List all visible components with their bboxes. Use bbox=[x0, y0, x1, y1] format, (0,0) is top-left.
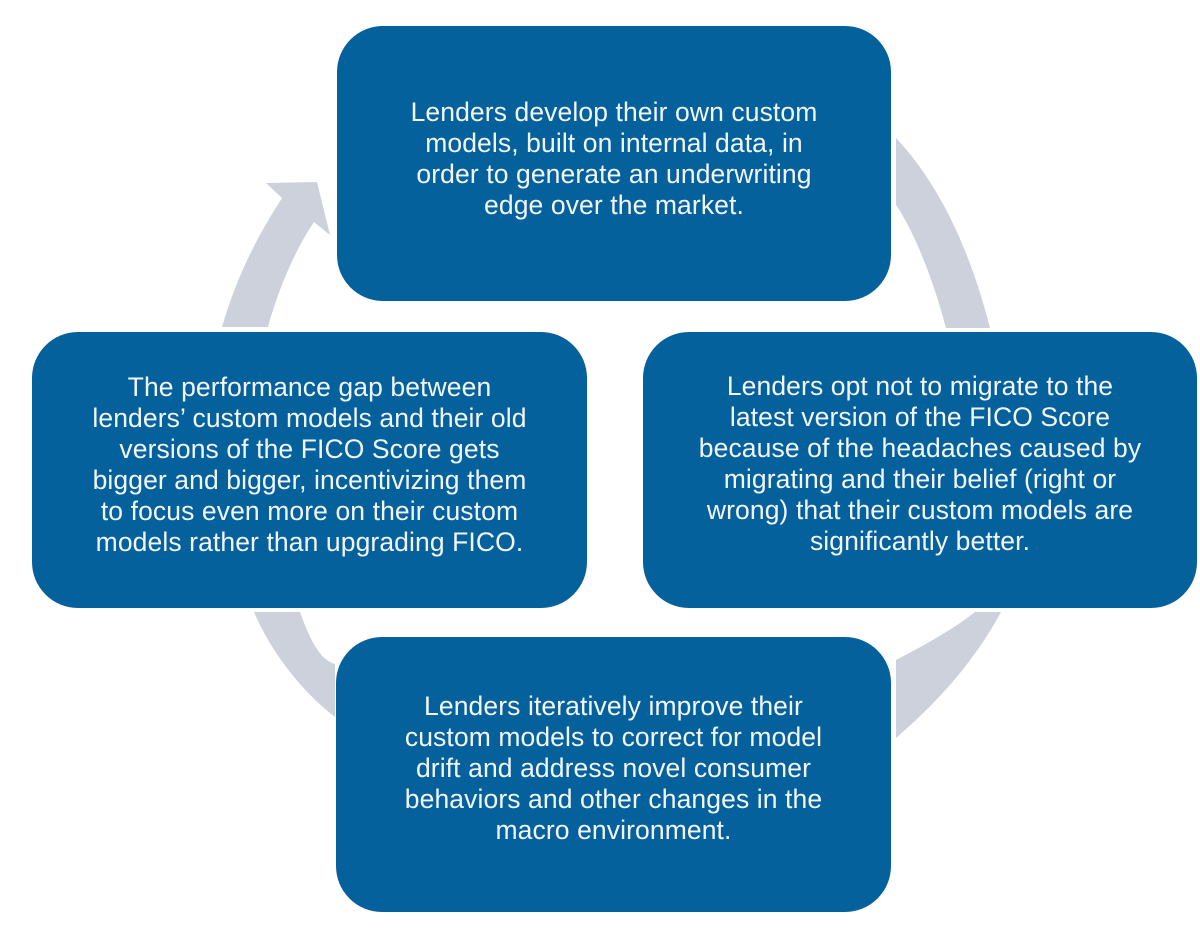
ring-arrow-top-left bbox=[222, 182, 330, 327]
cycle-step-left: The performance gap between lenders’ cus… bbox=[32, 332, 587, 608]
text-line: Lenders iteratively improve their bbox=[424, 691, 803, 721]
text-line: because of the headaches caused by bbox=[698, 433, 1142, 463]
text-line: wrong) that their custom models are bbox=[706, 495, 1134, 525]
text-line: versions of the FICO Score gets bbox=[119, 434, 500, 464]
cycle-step-right: Lenders opt not to migrate to the latest… bbox=[643, 332, 1197, 608]
text-line: models, built on internal data, in bbox=[425, 127, 803, 158]
cycle-step-text: Lenders develop their own custom models,… bbox=[411, 97, 818, 221]
text-line: bigger and bigger, incentivizing them bbox=[92, 465, 527, 495]
text-line: Lenders opt not to migrate to the bbox=[726, 371, 1114, 401]
text-line: behaviors and other changes in the bbox=[404, 784, 823, 814]
cycle-step-top: Lenders develop their own custom models,… bbox=[337, 26, 891, 301]
text-line: order to generate an underwriting bbox=[416, 158, 812, 189]
text-line: latest version of the FICO Score bbox=[729, 402, 1111, 432]
ring-segment-bottom-left bbox=[254, 612, 335, 717]
text-line: edge over the market. bbox=[484, 189, 744, 220]
cycle-step-text: The performance gap between lenders’ cus… bbox=[92, 372, 526, 558]
cycle-step-bottom: Lenders iteratively improve their custom… bbox=[336, 637, 891, 912]
text-line: to focus even more on their custom bbox=[100, 496, 519, 526]
text-line: custom models to correct for model bbox=[404, 722, 823, 752]
text-line: models rather than upgrading FICO. bbox=[95, 527, 524, 557]
text-line: drift and address novel consumer bbox=[415, 753, 811, 783]
cycle-step-text: Lenders opt not to migrate to the latest… bbox=[699, 371, 1141, 557]
cycle-step-text: Lenders iteratively improve their custom… bbox=[405, 691, 822, 846]
text-line: macro environment. bbox=[495, 815, 732, 845]
text-line: The performance gap between bbox=[127, 372, 492, 402]
text-line: significantly better. bbox=[809, 526, 1031, 556]
text-line: lenders’ custom models and their old bbox=[92, 403, 527, 433]
text-line: migrating and their belief (right or bbox=[723, 464, 1117, 494]
ring-segment-bottom-right bbox=[896, 612, 1001, 738]
ring-segment-top-right bbox=[896, 138, 990, 328]
text-line: Lenders develop their own custom bbox=[410, 96, 818, 127]
